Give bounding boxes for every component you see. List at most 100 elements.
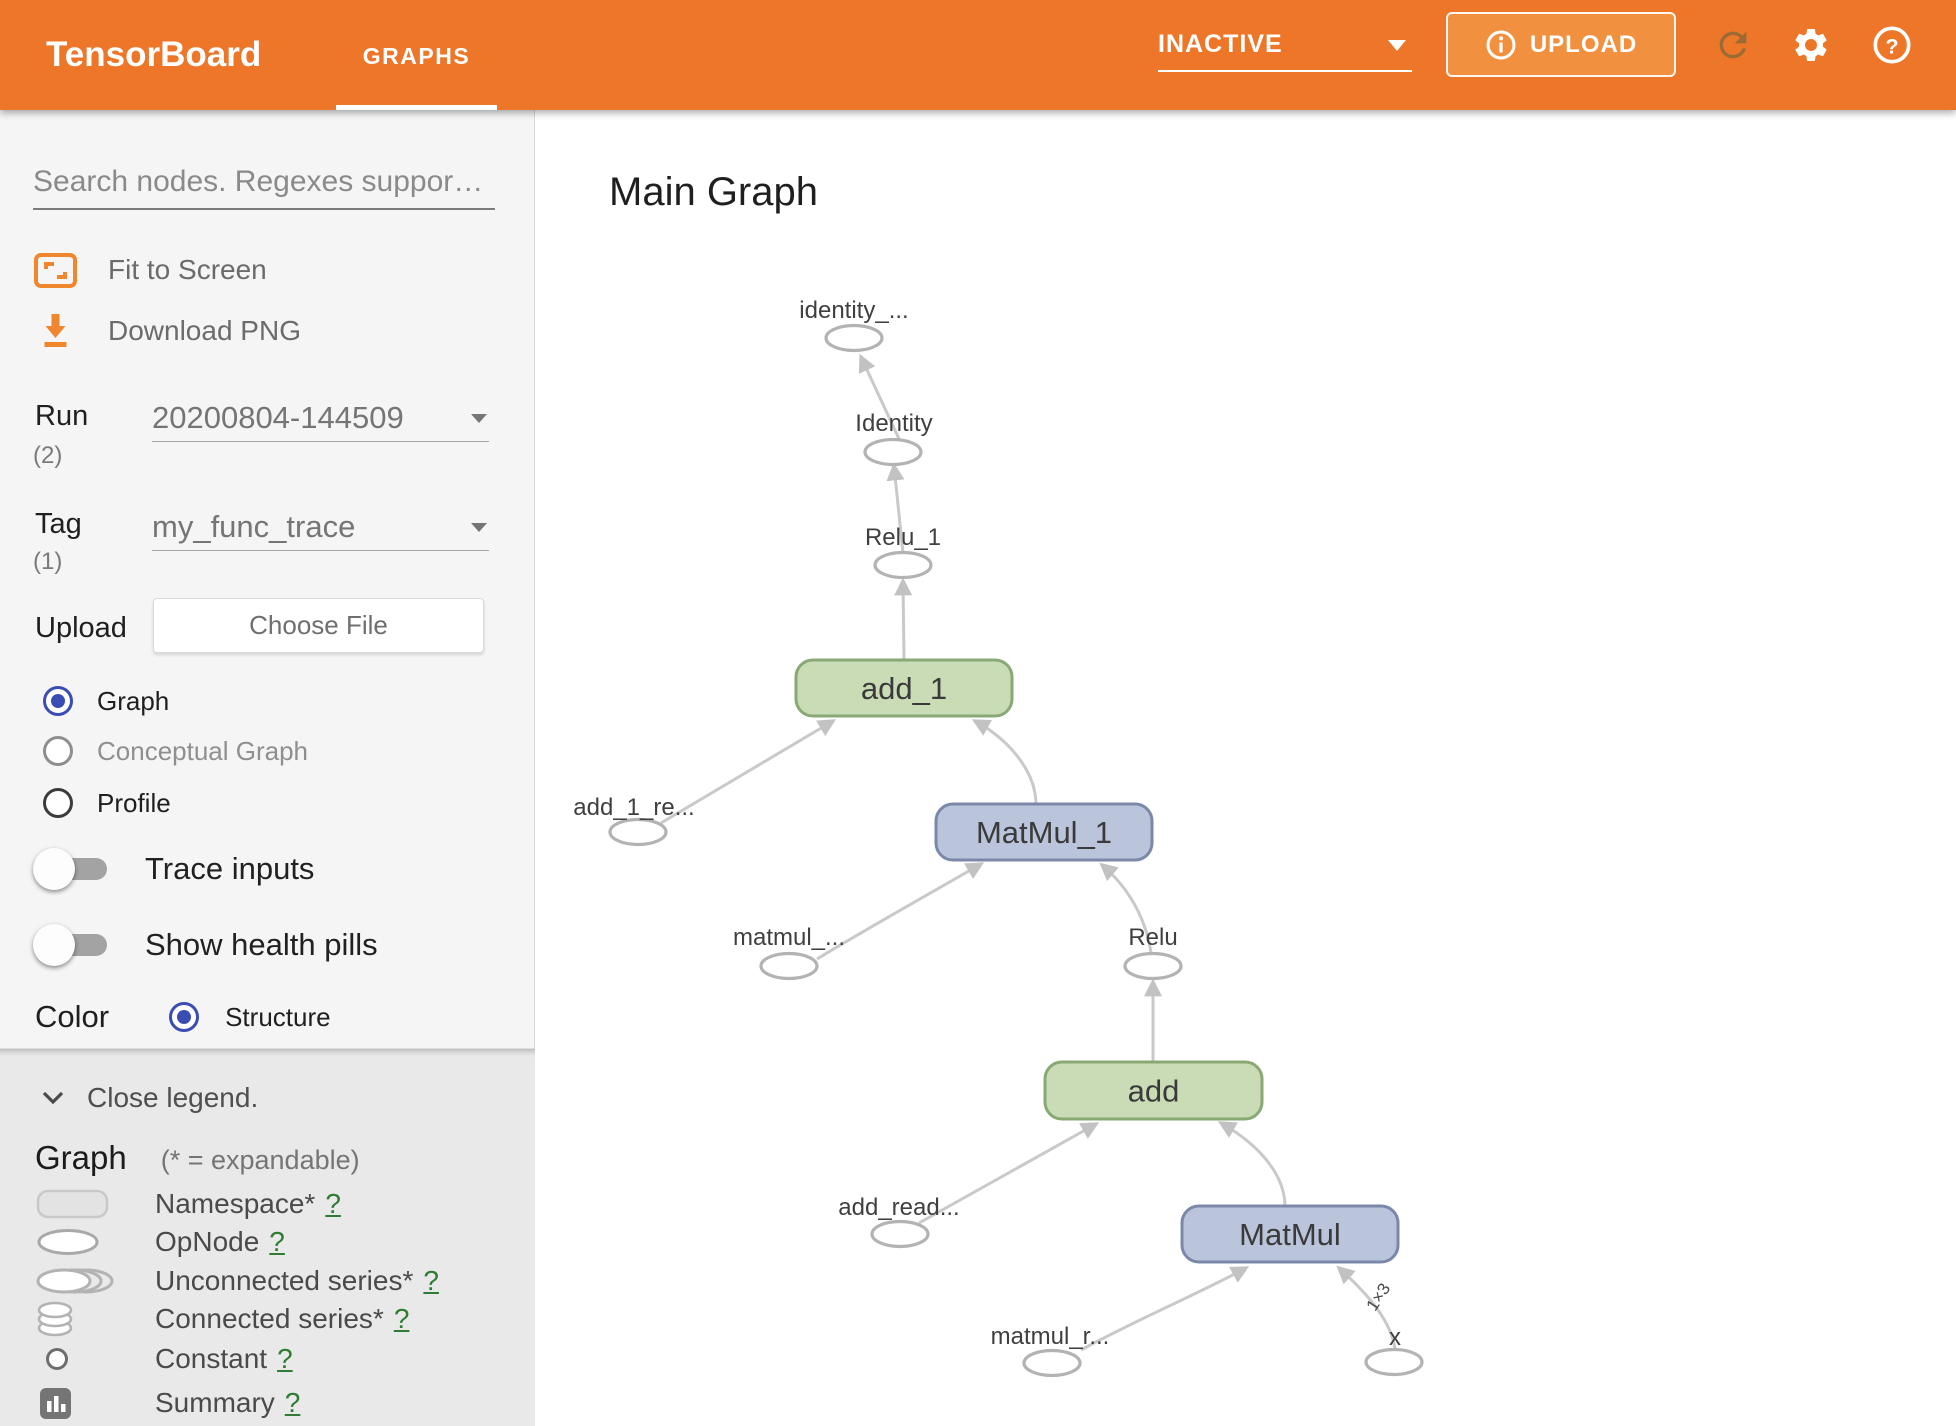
radio-selected-icon (43, 686, 73, 716)
fit-to-screen-button[interactable]: Fit to Screen (33, 247, 267, 293)
toggle-off-icon (33, 923, 109, 967)
chevron-down-icon (471, 414, 487, 423)
download-icon (44, 314, 67, 347)
legend-note: (* = expandable) (160, 1145, 360, 1175)
legend-panel: Close legend. Graph (* = expandable) Nam… (0, 1048, 535, 1426)
help-icon[interactable]: ? (1872, 25, 1912, 65)
edge-shape-label: 1×3 (1363, 1280, 1395, 1315)
summary-icon (40, 1387, 71, 1419)
tag-label: Tag (35, 508, 82, 540)
tag-select[interactable]: my_func_trace (152, 509, 489, 551)
node-label: matmul_... (733, 924, 845, 951)
graph-node-add_1_read[interactable]: add_1_re... (573, 794, 695, 847)
active-tab-indicator (336, 105, 497, 110)
legend-item-namespace: Namespace* ? (36, 1186, 341, 1222)
edge-Relu_1-to-Identity (886, 462, 905, 554)
help-link[interactable]: ? (423, 1265, 439, 1296)
radio-structure[interactable] (169, 1002, 200, 1032)
graph-node-Relu_1[interactable]: Relu_1 (865, 524, 941, 580)
graph-node-add[interactable]: add (1043, 1060, 1264, 1121)
legend-item-summary: Summary ? (36, 1385, 300, 1421)
constant-icon (46, 1348, 68, 1370)
run-label: Run (35, 400, 89, 432)
tag-select-value: my_func_trace (152, 509, 356, 544)
edge-MatMul-to-add (1217, 1121, 1287, 1206)
legend-label: Connected series* (155, 1303, 384, 1334)
tab-graphs[interactable]: GRAPHS (362, 43, 471, 69)
svg-text:?: ? (1885, 33, 1898, 58)
edge-add_read-to-add (918, 1122, 1100, 1225)
status-dropdown-value: INACTIVE (1158, 30, 1283, 58)
upload-field-label: Upload (35, 612, 127, 644)
status-dropdown[interactable]: INACTIVE (1158, 22, 1412, 72)
node-label: matmul_r... (991, 1323, 1110, 1350)
radio-conceptual-graph[interactable]: Conceptual Graph (43, 735, 308, 767)
fit-to-screen-icon (34, 252, 77, 288)
edge-Relu-to-MatMul_1 (1099, 862, 1153, 954)
legend-label: OpNode (155, 1226, 260, 1257)
page-title: Main Graph (609, 170, 818, 214)
graph-node-MatMul[interactable]: MatMul (1180, 1204, 1400, 1264)
radio-conceptual-graph-label: Conceptual Graph (97, 735, 309, 766)
app-title: TensorBoard (46, 35, 262, 74)
search-input[interactable] (33, 162, 495, 210)
help-link[interactable]: ? (325, 1188, 341, 1219)
edge-MatMul_1-to-add_1 (971, 719, 1038, 804)
refresh-icon[interactable] (1713, 25, 1753, 65)
sidebar: Fit to Screen Download PNG Run (2) 20200… (0, 110, 535, 1426)
radio-unselected-icon (43, 788, 73, 818)
graph-node-MatMul_1[interactable]: MatMul_1 (934, 802, 1154, 862)
node-label: MatMul (1239, 1217, 1341, 1252)
download-png-label: Download PNG (108, 315, 301, 346)
info-icon (1486, 30, 1516, 59)
download-png-button[interactable]: Download PNG (33, 308, 301, 354)
edge-matmul_read-to-MatMul (1080, 1266, 1250, 1352)
graph-node-add_1[interactable]: add_1 (794, 658, 1014, 718)
toggle-off-icon (33, 847, 109, 891)
node-label: add_1 (861, 671, 947, 706)
close-legend-label: Close legend. (87, 1082, 259, 1113)
graph-node-x[interactable]: x (1364, 1324, 1424, 1377)
color-structure-label: Structure (225, 1001, 331, 1032)
radio-unselected-icon (43, 736, 73, 766)
upload-button[interactable]: UPLOAD (1446, 12, 1676, 77)
edge-Identity-to-identity_out (858, 353, 902, 442)
opnode-icon (37, 1229, 99, 1255)
legend-label: Summary (155, 1387, 275, 1418)
choose-file-button[interactable]: Choose File (153, 598, 484, 653)
trace-inputs-toggle[interactable]: Trace inputs (33, 846, 314, 892)
run-select[interactable]: 20200804-144509 (152, 400, 489, 442)
graph-node-identity_out[interactable]: identity_... (799, 297, 909, 353)
close-legend-button[interactable]: Close legend. (41, 1082, 258, 1114)
unconnected-series-icon (36, 1268, 114, 1294)
graph-node-add_read[interactable]: add_read... (838, 1194, 960, 1249)
color-row: Color Structure (35, 999, 331, 1034)
help-link[interactable]: ? (277, 1343, 293, 1374)
node-label: Identity (855, 410, 932, 437)
run-count: (2) (33, 442, 63, 469)
radio-profile[interactable]: Profile (43, 787, 171, 819)
gear-icon[interactable] (1791, 25, 1831, 65)
legend-title: Graph (35, 1139, 127, 1176)
graph-node-Relu[interactable]: Relu (1123, 924, 1183, 981)
legend-item-opnode: OpNode ? (36, 1224, 285, 1260)
node-label: add_read... (838, 1194, 959, 1221)
help-link[interactable]: ? (284, 1387, 301, 1418)
node-label: MatMul_1 (976, 815, 1112, 850)
node-label: add_1_re... (573, 794, 694, 821)
trace-inputs-label: Trace inputs (145, 851, 315, 886)
graph-node-matmul_1_read[interactable]: matmul_... (733, 924, 845, 981)
legend-item-constant: Constant ? (36, 1341, 293, 1377)
show-health-pills-toggle[interactable]: Show health pills (33, 922, 378, 968)
legend-label: Namespace* (155, 1188, 316, 1219)
graph-node-Identity[interactable]: Identity (855, 410, 933, 467)
header-toolbar: TensorBoard GRAPHS INACTIVE UPLOAD ? (0, 0, 1956, 110)
graph-node-matmul_read[interactable]: matmul_r... (991, 1323, 1110, 1378)
chevron-down-icon (471, 523, 487, 532)
edge-x-to-MatMul (1336, 1265, 1397, 1350)
help-link[interactable]: ? (393, 1303, 410, 1334)
help-link[interactable]: ? (269, 1226, 285, 1257)
radio-graph[interactable]: Graph (43, 685, 169, 717)
